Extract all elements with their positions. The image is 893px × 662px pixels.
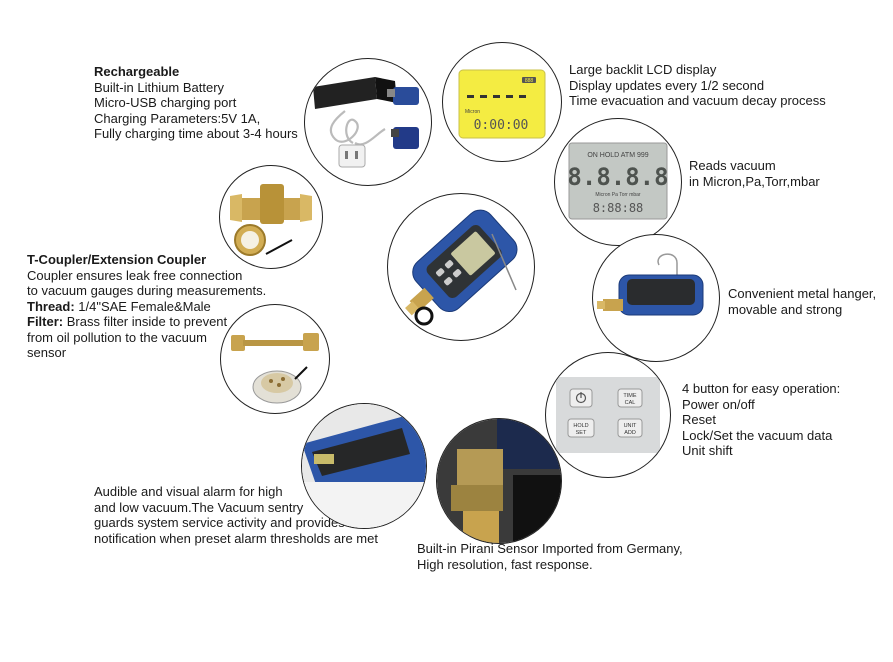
sensor-line: High resolution, fast response. [417, 556, 593, 572]
brass-filter-photo [220, 304, 330, 414]
lcd-text: Large backlit LCD display Display update… [569, 62, 826, 109]
coupler-title: T-Coupler/Extension Coupler [27, 252, 207, 267]
lcd-line: Display updates every 1/2 second [569, 77, 765, 93]
metal-hanger-photo [592, 234, 720, 362]
filter-value: Brass filter inside to prevent [63, 314, 228, 329]
thread-label: Thread: [27, 298, 75, 314]
alarm-text: Audible and visual alarm for high and lo… [94, 484, 378, 546]
buttons-text: 4 button for easy operation: Power on/of… [682, 381, 840, 459]
coupler-line: to vacuum gauges during measurements. [27, 283, 267, 298]
lcd-display-photo: 888 Micron 0:00:00 [442, 42, 562, 162]
alarm-line: notification when preset alarm threshold… [94, 530, 378, 546]
rechargeable-line: Micro-USB charging port [94, 95, 237, 110]
coupler-thread: Thread: 1/4"SAE Female&Male [27, 299, 266, 315]
btn-cal-label: CAL [625, 400, 636, 406]
charger-photo [304, 58, 432, 186]
alarm-line: Audible and visual alarm for high [94, 484, 283, 499]
buttons-line: 4 button for easy operation: [682, 381, 841, 396]
coupler-line: sensor [27, 345, 67, 360]
rechargeable-line: Fully charging time about 3-4 hours [94, 126, 298, 141]
hanger-text: Convenient metal hanger, movable and str… [728, 286, 876, 317]
coupler-line: from oil pollution to the vacuum [27, 329, 207, 345]
reads-digits: 8.8.8.8 [567, 163, 668, 191]
alarm-line: guards system service activity and provi… [94, 515, 345, 530]
rechargeable-text: Rechargeable Built-in Lithium Battery Mi… [94, 64, 298, 142]
reads-line: Reads vacuum [689, 158, 776, 173]
alarm-line: and low vacuum.The Vacuum sentry [94, 499, 304, 515]
btn-add-label: ADD [624, 430, 636, 436]
reads-units: Micron Pa Torr mbar [595, 192, 641, 198]
sensor-text: Built-in Pirani Sensor Imported from Ger… [417, 541, 683, 572]
buttons-line: Power on/off [682, 396, 755, 412]
rechargeable-title: Rechargeable [94, 64, 180, 79]
sensor-line: Built-in Pirani Sensor Imported from Ger… [417, 541, 683, 556]
alarm-photo [301, 403, 427, 529]
btn-set-label: SET [576, 430, 587, 436]
rechargeable-line: Built-in Lithium Battery [94, 79, 225, 95]
reads-time: 8:88:88 [593, 201, 644, 215]
reads-text: Reads vacuum in Micron,Pa,Torr,mbar [689, 158, 820, 189]
coupler-text: T-Coupler/Extension Coupler Coupler ensu… [27, 252, 266, 361]
lcd-line: Time evacuation and vacuum decay process [569, 93, 826, 108]
filter-label: Filter: [27, 314, 64, 329]
hanger-line: movable and strong [728, 301, 843, 317]
buttons-line: Unit shift [682, 443, 733, 458]
lcd-time: 0:00:00 [474, 118, 529, 133]
lcd-unit-label: Micron [465, 109, 480, 115]
thread-value: 1/4"SAE Female&Male [74, 298, 211, 314]
reads-top-label: ON HOLD ATM 999 [587, 152, 648, 159]
reads-line: in Micron,Pa,Torr,mbar [689, 173, 820, 189]
lcd-line: Large backlit LCD display [569, 62, 717, 77]
btn-unit-label: UNIT [624, 423, 637, 429]
buttons-line: Lock/Set the vacuum data [682, 427, 833, 443]
coupler-filter: Filter: Brass filter inside to prevent [27, 314, 266, 330]
btn-hold-label: HOLD [573, 423, 588, 429]
buttons-line: Reset [682, 412, 716, 427]
lcd-badge: 888 [525, 78, 534, 84]
buttons-photo: TIME CAL HOLD SET UNIT ADD [545, 352, 671, 478]
reads-vacuum-photo: ON HOLD ATM 999 8.8.8.8 Micron Pa Torr m… [554, 118, 682, 246]
coupler-line: Coupler ensures leak free connection [27, 267, 243, 283]
pirani-sensor-photo [436, 418, 562, 544]
hanger-line: Convenient metal hanger, [728, 286, 877, 301]
vacuum-gauge-device-photo [387, 193, 535, 341]
btn-time-label: TIME [623, 393, 636, 399]
t-coupler-photo [219, 165, 323, 269]
rechargeable-line: Charging Parameters:5V 1A, [94, 110, 261, 126]
